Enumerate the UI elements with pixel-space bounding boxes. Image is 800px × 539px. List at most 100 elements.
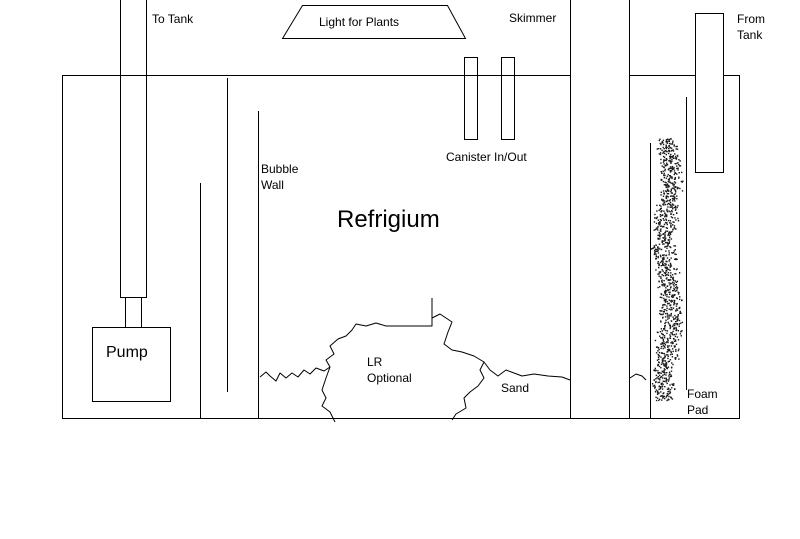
foam-speck xyxy=(670,307,672,309)
foam-speck xyxy=(665,186,667,189)
foam-speck xyxy=(668,231,670,233)
foam-speck xyxy=(666,399,668,402)
foam-speck xyxy=(656,248,658,251)
foam-speck xyxy=(666,163,669,166)
foam-speck xyxy=(660,158,662,161)
foam-speck xyxy=(662,139,665,141)
foam-speck xyxy=(661,336,664,339)
foam-speck xyxy=(673,304,675,306)
foam-speck xyxy=(660,383,663,386)
foam-speck xyxy=(665,153,667,156)
foam-speck xyxy=(665,196,667,198)
foam-speck xyxy=(662,170,664,172)
foam-speck xyxy=(660,148,662,150)
foam-speck xyxy=(666,162,668,164)
foam-speck xyxy=(664,285,666,287)
foam-speck xyxy=(665,182,667,184)
foam-speck xyxy=(662,363,664,365)
foam-speck xyxy=(665,364,667,366)
foam-speck xyxy=(670,147,673,149)
foam-speck xyxy=(667,346,669,348)
foam-speck xyxy=(673,185,675,187)
foam-speck xyxy=(667,341,669,344)
foam-speck xyxy=(662,357,665,359)
foam-speck xyxy=(668,268,670,271)
foam-speck xyxy=(660,367,662,369)
foam-speck xyxy=(670,276,672,278)
foam-speck xyxy=(661,386,663,388)
foam-speck xyxy=(669,166,672,168)
foam-speck xyxy=(676,268,678,270)
foam-speck xyxy=(673,183,675,186)
foam-speck xyxy=(676,308,678,310)
foam-speck xyxy=(662,166,665,168)
from-tank-label-2: Tank xyxy=(737,28,763,42)
foam-speck xyxy=(656,377,658,379)
foam-speck xyxy=(655,269,657,271)
foam-speck xyxy=(672,229,674,231)
foam-speck xyxy=(678,159,680,161)
foam-speck xyxy=(656,359,659,361)
foam-speck xyxy=(670,192,673,194)
foam-speck xyxy=(657,247,659,249)
foam-speck xyxy=(681,299,683,301)
foam-speck xyxy=(661,142,663,144)
foam-speck xyxy=(672,363,674,366)
foam-speck xyxy=(674,314,676,317)
foam-speck xyxy=(673,245,675,247)
foam-speck xyxy=(671,398,674,400)
foam-speck xyxy=(675,343,678,345)
foam-speck xyxy=(664,170,666,172)
foam-speck xyxy=(676,355,679,357)
foam-speck xyxy=(671,299,673,302)
foam-speck xyxy=(657,376,659,378)
foam-speck xyxy=(671,387,673,389)
foam-speck xyxy=(676,323,678,325)
foam-speck xyxy=(679,160,681,162)
foam-speck xyxy=(672,208,674,210)
foam-speck xyxy=(663,210,665,212)
foam-speck xyxy=(672,296,674,298)
foam-speck xyxy=(666,211,669,213)
foam-speck xyxy=(671,205,673,207)
foam-speck xyxy=(670,150,672,152)
foam-speck xyxy=(660,194,662,196)
foam-speck xyxy=(658,275,660,277)
foam-speck xyxy=(666,209,668,212)
foam-speck xyxy=(659,248,661,250)
foam-speck xyxy=(671,274,674,276)
foam-speck xyxy=(669,177,671,179)
foam-speck xyxy=(655,381,657,384)
foam-speck xyxy=(662,152,664,154)
foam-speck xyxy=(673,173,675,176)
foam-speck xyxy=(657,372,660,375)
foam-speck xyxy=(671,332,673,334)
foam-speck xyxy=(673,170,676,172)
foam-speck xyxy=(664,360,666,362)
foam-speck xyxy=(673,225,676,227)
foam-speck xyxy=(670,272,672,274)
foam-speck xyxy=(675,329,678,331)
foam-speck xyxy=(669,175,671,177)
foam-speck xyxy=(668,254,670,256)
foam-speck xyxy=(659,138,661,140)
foam-speck xyxy=(663,364,665,366)
foam-speck xyxy=(667,398,669,400)
foam-speck xyxy=(660,391,662,393)
foam-speck xyxy=(658,273,660,275)
foam-speck xyxy=(654,250,656,252)
foam-speck xyxy=(661,269,663,271)
foam-speck xyxy=(663,309,665,311)
foam-speck xyxy=(668,181,670,183)
foam-speck xyxy=(670,315,672,317)
foam-speck xyxy=(657,234,659,237)
foam-speck xyxy=(661,296,663,299)
foam-speck xyxy=(677,217,679,220)
foam-speck xyxy=(666,277,668,279)
foam-speck xyxy=(658,280,660,282)
foam-speck xyxy=(667,196,669,198)
foam-speck xyxy=(670,153,672,156)
foam-speck xyxy=(660,276,662,278)
foam-speck xyxy=(658,348,660,351)
foam-speck xyxy=(666,341,668,343)
